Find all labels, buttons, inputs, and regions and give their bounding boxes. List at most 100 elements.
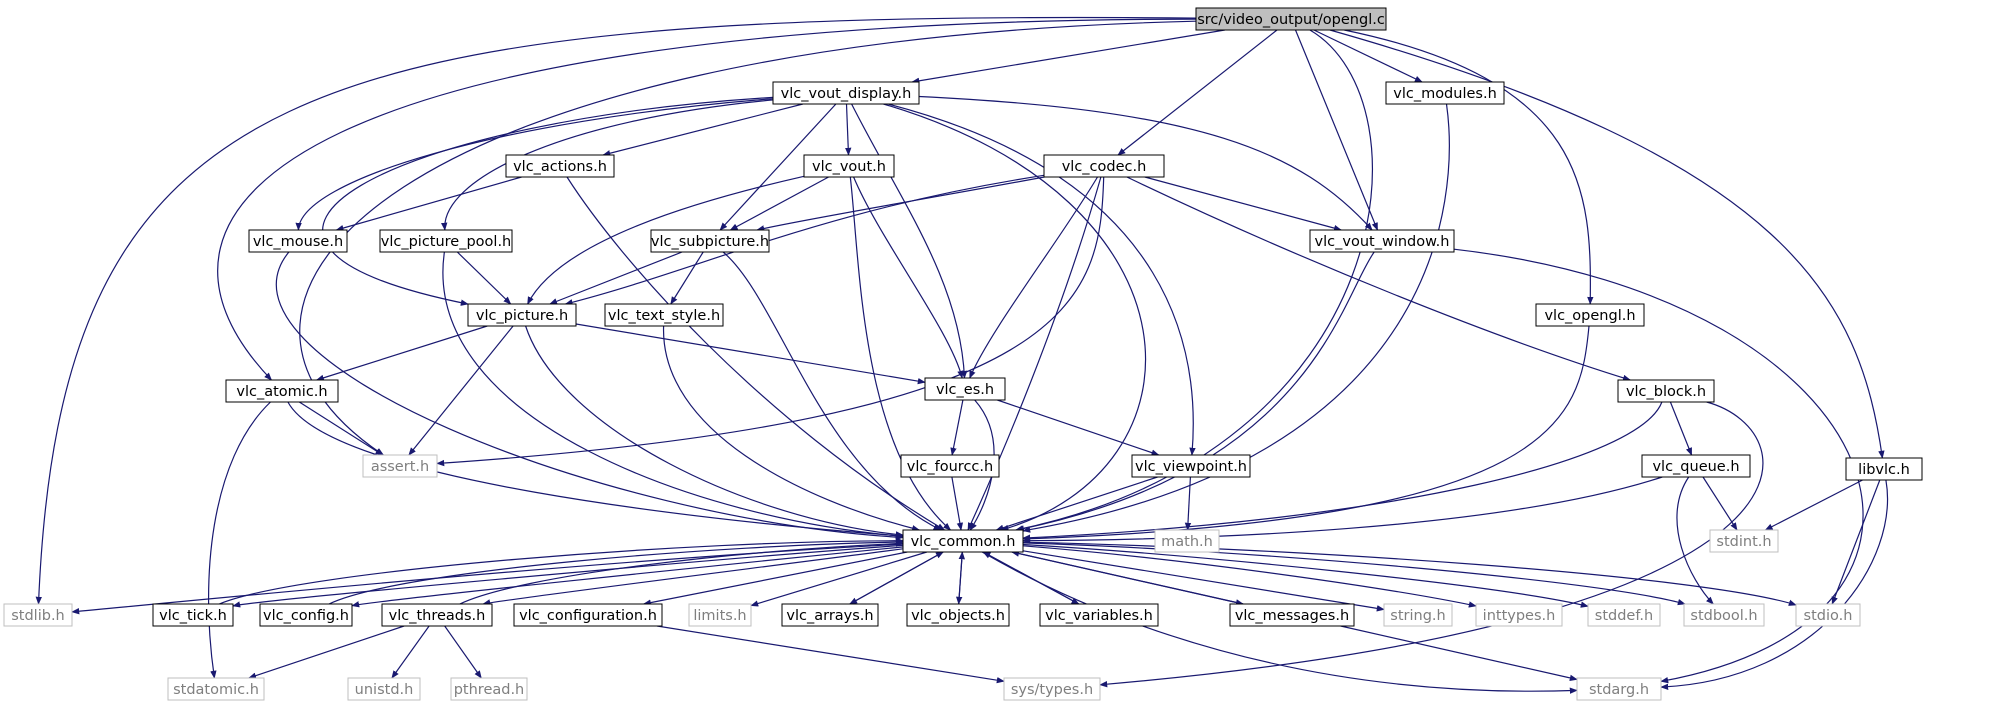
node-modules-box (1385, 81, 1505, 105)
node-stdio-label: stdio.h (1804, 608, 1853, 624)
node-pthread-label: pthread.h (454, 682, 525, 698)
node-picture-box (467, 303, 577, 327)
node-configuration[interactable]: vlc_configuration.h (513, 603, 663, 627)
node-root[interactable]: src/video_output/opengl.c (1195, 7, 1387, 31)
node-stdint-box (1709, 529, 1779, 553)
node-common[interactable]: vlc_common.h (902, 529, 1024, 553)
node-config[interactable]: vlc_config.h (259, 603, 353, 627)
node-common-label: vlc_common.h (911, 534, 1016, 550)
edge-common-to-stddef (1022, 543, 1589, 608)
edge-modules-to-common (1022, 103, 1450, 533)
edge-es-to-viewpoint (997, 399, 1160, 456)
node-atomic[interactable]: vlc_atomic.h (225, 379, 339, 403)
edge-queue-to-common (1022, 476, 1663, 544)
node-arrays[interactable]: vlc_arrays.h (781, 603, 879, 627)
node-fourcc-box (900, 454, 1000, 478)
edge-vout_display-to-es (851, 103, 968, 379)
edge-messages-to-stdarg (1340, 625, 1578, 682)
node-messages[interactable]: vlc_messages.h (1229, 603, 1355, 627)
node-actions-label: vlc_actions.h (513, 159, 607, 175)
node-queue[interactable]: vlc_queue.h (1641, 454, 1751, 478)
node-subpicture-box (650, 229, 770, 253)
node-stdatomic: stdatomic.h (167, 677, 265, 701)
node-viewpoint-box (1131, 454, 1251, 478)
edge-configuration-to-systypes (656, 625, 1005, 684)
node-opengl[interactable]: vlc_opengl.h (1535, 303, 1645, 327)
node-atomic-box (225, 379, 339, 403)
node-vout-display-label: vlc_vout_display.h (781, 86, 912, 102)
node-mouse[interactable]: vlc_mouse.h (248, 229, 348, 253)
node-stdbool: stdbool.h (1683, 603, 1765, 627)
node-vout-display[interactable]: vlc_vout_display.h (772, 81, 920, 105)
node-picture-pool-box (379, 229, 513, 253)
node-threads[interactable]: vlc_threads.h (381, 603, 493, 627)
node-subpicture-label: vlc_subpicture.h (651, 234, 769, 250)
node-es[interactable]: vlc_es.h (924, 377, 1006, 401)
node-math-label: math.h (1161, 534, 1213, 550)
node-messages-label: vlc_messages.h (1235, 608, 1349, 624)
node-stdbool-box (1683, 603, 1765, 627)
edge-picture_pool-to-picture (456, 251, 512, 305)
node-text-style-label: vlc_text_style.h (608, 308, 720, 324)
node-fourcc[interactable]: vlc_fourcc.h (900, 454, 1000, 478)
node-codec-box (1043, 154, 1165, 178)
edge-vout_window-to-common (1016, 251, 1375, 532)
edge-common-to-inttypes (1022, 545, 1477, 608)
edge-subpicture-to-common (722, 251, 942, 531)
node-libvlc-box (1845, 457, 1923, 481)
node-vout-display-box (772, 81, 920, 105)
node-stddef-label: stddef.h (1595, 608, 1653, 624)
edge-picture-to-common (525, 325, 904, 538)
node-queue-box (1641, 454, 1751, 478)
node-libvlc[interactable]: libvlc.h (1845, 457, 1923, 481)
node-objects-box (906, 603, 1010, 627)
node-block[interactable]: vlc_block.h (1617, 379, 1715, 403)
node-viewpoint-label: vlc_viewpoint.h (1135, 459, 1247, 475)
node-root-box (1195, 7, 1387, 31)
edge-picture-to-assert (408, 325, 514, 456)
node-arrays-label: vlc_arrays.h (786, 608, 873, 624)
node-picture-pool[interactable]: vlc_picture_pool.h (379, 229, 513, 253)
node-mouse-box (248, 229, 348, 253)
edge-vout-to-picture (527, 175, 805, 305)
node-vout-window-label: vlc_vout_window.h (1315, 234, 1450, 250)
edge-root-to-codec (1117, 29, 1278, 156)
node-variables[interactable]: vlc_variables.h (1039, 603, 1159, 627)
edge-threads-to-common (459, 540, 904, 605)
edge-common-to-string (1022, 550, 1385, 612)
node-vout-window[interactable]: vlc_vout_window.h (1309, 229, 1455, 253)
edge-common-to-config (351, 546, 904, 608)
node-variables-label: vlc_variables.h (1045, 608, 1153, 624)
node-unistd-label: unistd.h (355, 682, 414, 698)
node-codec[interactable]: vlc_codec.h (1043, 154, 1165, 178)
node-picture[interactable]: vlc_picture.h (467, 303, 577, 327)
edge-vout_display-to-viewpoint (888, 103, 1196, 456)
node-objects[interactable]: vlc_objects.h (906, 603, 1010, 627)
node-math-box (1154, 529, 1220, 553)
node-vout[interactable]: vlc_vout.h (803, 154, 895, 178)
edge-root-to-libvlc (1329, 29, 1885, 459)
node-inttypes-label: inttypes.h (1483, 608, 1556, 624)
node-es-box (924, 377, 1006, 401)
node-threads-label: vlc_threads.h (389, 608, 486, 624)
edge-codec-to-block (1126, 176, 1631, 381)
node-vout-window-box (1309, 229, 1455, 253)
node-actions[interactable]: vlc_actions.h (505, 154, 615, 178)
node-subpicture[interactable]: vlc_subpicture.h (650, 229, 770, 253)
node-actions-box (505, 154, 615, 178)
node-viewpoint[interactable]: vlc_viewpoint.h (1131, 454, 1251, 478)
node-modules[interactable]: vlc_modules.h (1385, 81, 1505, 105)
edge-subpicture-to-text_style (670, 251, 704, 305)
edge-vout_display-to-common (883, 103, 1147, 532)
edge-mouse-to-common (275, 251, 904, 541)
node-variables-box (1039, 603, 1159, 627)
node-pthread-box (450, 677, 528, 701)
node-systypes-box (1003, 677, 1101, 701)
edge-root-to-common (1015, 29, 1374, 532)
node-tick[interactable]: vlc_tick.h (152, 603, 234, 627)
node-text-style[interactable]: vlc_text_style.h (604, 303, 724, 327)
edge-arrays-to-common (849, 551, 944, 605)
node-messages-box (1229, 603, 1355, 627)
edge-common-to-tick (232, 544, 904, 608)
